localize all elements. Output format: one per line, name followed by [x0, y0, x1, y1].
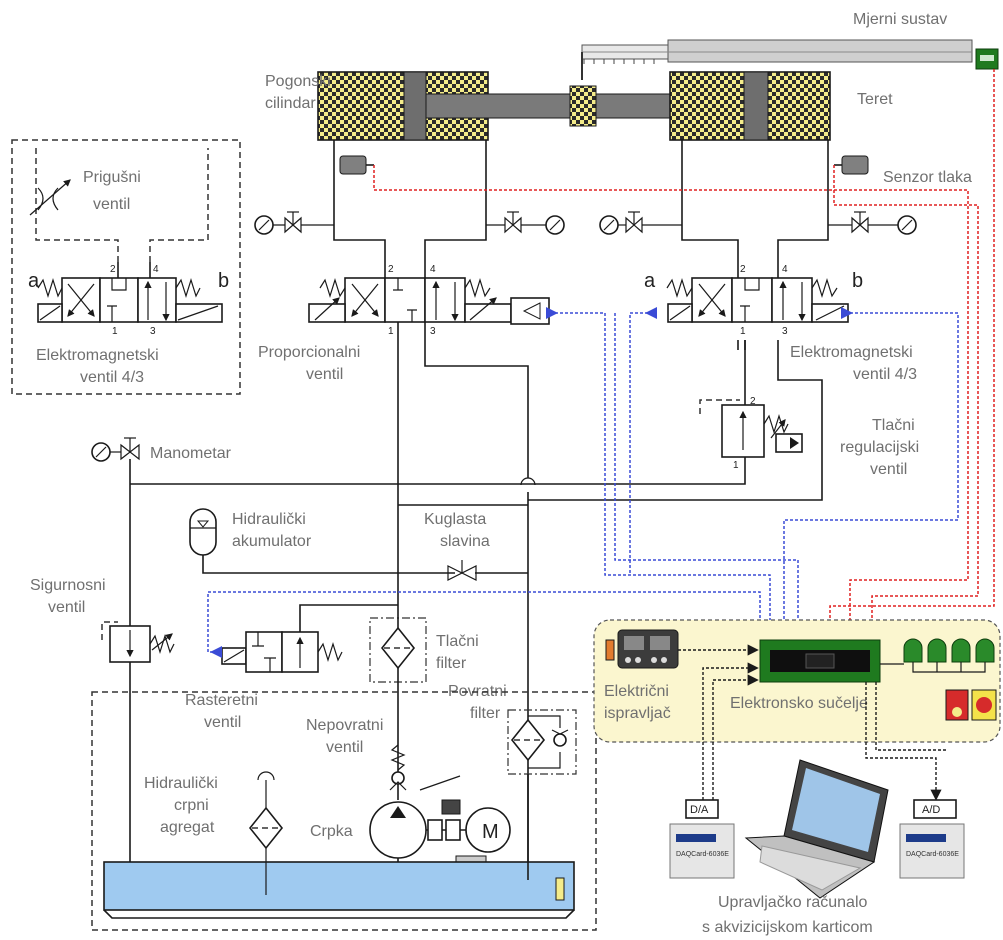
- pump-unit-enclosure: [91, 691, 597, 931]
- pressure-control-valve: [130, 340, 803, 485]
- da-box: [685, 799, 719, 819]
- solenoid-valve-right: [666, 262, 849, 323]
- proportional-valve: [308, 262, 550, 340]
- prop-port-1: 1: [388, 326, 394, 337]
- gauge-valves: [254, 211, 917, 235]
- control-computer-label: Upravljačko računalo s akvizicijskom kar…: [702, 894, 873, 936]
- pressure-sensor-label: Senzor tlaka: [883, 169, 972, 186]
- ad-label: A/D: [922, 804, 940, 816]
- interface-board: [759, 639, 881, 683]
- throttle-valve-label: Prigušni ventil: [83, 169, 145, 213]
- solenoid-valve-right-label: Elektromagnetski ventil 4/3: [790, 344, 917, 383]
- inset-box: [11, 139, 241, 395]
- pump-unit-label: Hidraulički crpni agregat: [144, 775, 222, 836]
- right-port-3: 3: [782, 326, 788, 337]
- pressure-filter-label: Tlačni filter: [436, 633, 483, 672]
- right-side-b: b: [852, 270, 863, 292]
- pcv-port-1: 1: [733, 460, 739, 471]
- load-label: Teret: [857, 91, 893, 108]
- inset-port-1: 1: [112, 326, 118, 337]
- pressure-control-valve-label: Tlačni regulacijski ventil: [840, 417, 924, 478]
- rectifier: [605, 629, 679, 669]
- left-side-b: b: [218, 270, 229, 292]
- safety-valve: [101, 621, 175, 663]
- inset-port-2: 2: [110, 264, 116, 275]
- ball-valve: [447, 560, 477, 581]
- prop-port-4: 4: [430, 264, 436, 275]
- prop-port-3: 3: [430, 326, 436, 337]
- daq-card-right-label: DAQCard-6036E: [906, 851, 959, 858]
- manometer: [91, 437, 140, 470]
- left-side-a: a: [28, 270, 40, 292]
- da-label: D/A: [690, 804, 709, 816]
- measuring-system-label: Mjerni sustav: [853, 11, 947, 28]
- rectifier-label: Električni ispravljač: [604, 683, 673, 722]
- ad-box: [913, 799, 957, 819]
- pump-label: Crpka: [310, 823, 353, 840]
- measuring-system: [581, 39, 999, 80]
- relief-valve: [221, 604, 398, 673]
- daq-card-right: DAQCard-6036E: [899, 823, 965, 879]
- return-filter-label: Povratni filter: [448, 683, 511, 722]
- right-port-2: 2: [740, 264, 746, 275]
- right-port-1: 1: [740, 326, 746, 337]
- proportional-valve-label: Proporcionalni ventil: [258, 344, 365, 383]
- relief-valve-label: Rasteretni ventil: [185, 692, 262, 731]
- hydraulic-accumulator: [189, 508, 217, 556]
- drive-cylinder-label: Pogonski cilindar: [265, 73, 335, 112]
- check-valve-label: Nepovratni ventil: [306, 717, 388, 756]
- relay-modules: [880, 638, 995, 673]
- oil-tank: [103, 861, 575, 911]
- tank-filter: [248, 771, 284, 895]
- inset-port-3: 3: [150, 326, 156, 337]
- accumulator-label: Hidraulički akumulator: [232, 511, 312, 550]
- check-valve: [389, 744, 407, 791]
- ball-valve-label: Kuglasta slavina: [424, 511, 491, 550]
- manometer-label: Manometar: [150, 445, 232, 462]
- return-filter: [507, 709, 577, 775]
- laptop-icon: [744, 759, 889, 899]
- electronic-interface-label: Elektronsko sučelje: [730, 695, 868, 712]
- emergency-switch: [945, 689, 997, 721]
- motor-label: M: [482, 821, 499, 843]
- inset-port-4: 4: [153, 264, 159, 275]
- prop-port-2: 2: [388, 264, 394, 275]
- safety-valve-label: Sigurnosni ventil: [30, 577, 110, 616]
- pcv-port-2: 2: [750, 396, 756, 407]
- pressure-sensor-right: [841, 155, 869, 175]
- right-port-4: 4: [782, 264, 788, 275]
- coupling: [569, 85, 597, 127]
- pressure-sensor-left: [339, 155, 367, 175]
- daq-card-left: DAQCard-6036E: [669, 823, 735, 879]
- right-side-a: a: [644, 270, 656, 292]
- solenoid-valve-left-label: Elektromagnetski ventil 4/3: [36, 347, 163, 386]
- drive-cylinder: [317, 71, 673, 141]
- load-cylinder: [669, 71, 831, 141]
- daq-card-left-label: DAQCard-6036E: [676, 851, 729, 858]
